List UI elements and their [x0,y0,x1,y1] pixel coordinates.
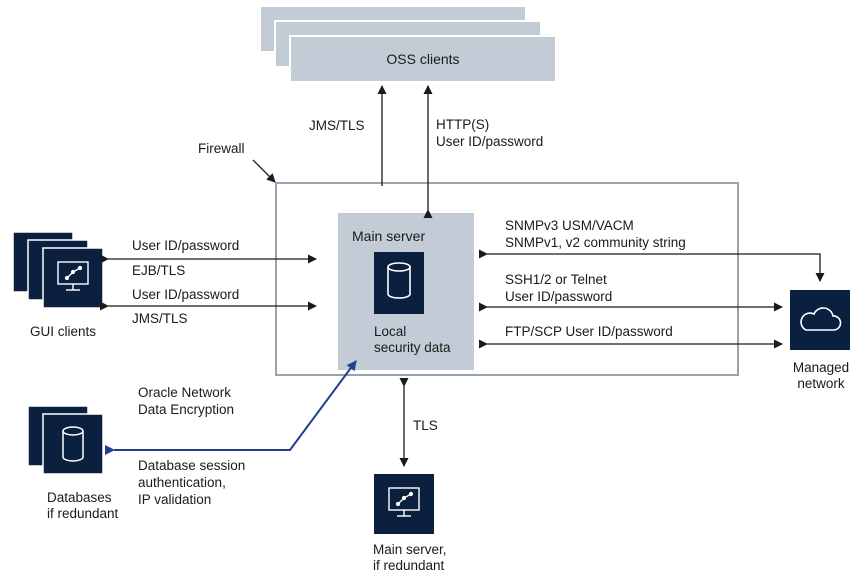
database-icon [62,426,84,462]
databases-label: Databases if redundant [47,490,118,522]
local-line: Local [374,324,407,339]
snmp-label-line1: SNMPv3 USM/VACM [505,218,634,233]
network-line: network [797,376,845,391]
oss-userid-label: User ID/password [436,134,544,149]
gui-link1-top-label: User ID/password [132,238,240,253]
oracle-encryption-label-line2: Data Encryption [138,402,235,417]
gui-link2-top-label: User ID/password [132,287,240,302]
if-redundant-server-line: if redundant [373,558,445,573]
oss-http-label: HTTP(S) [436,117,490,132]
redundant-main-server-icon [374,474,434,534]
snmp-arrow [479,249,825,282]
gui-clients-stack [12,231,104,309]
local-security-label: Local security data [374,324,451,356]
managed-network-icon [790,290,850,350]
oss-clients-label: OSS clients [386,51,460,67]
oss-clients-stack [259,5,557,83]
main-server-title: Main server [352,228,426,244]
databases-line: Databases [47,490,112,505]
redundant-server-label: Main server, if redundant [373,542,447,574]
oracle-encryption-label-line1: Oracle Network [138,385,232,400]
ssh-label-line1: SSH1/2 or Telnet [505,272,607,287]
gui-link2-bottom-label: JMS/TLS [132,311,188,326]
oss-jms-label: JMS/TLS [309,118,365,133]
tls-label: TLS [413,418,438,433]
db-session-label-line3: IP validation [138,492,212,507]
managed-network-label: Managed network [786,360,856,392]
databases-stack [27,405,104,475]
firewall-pointer-arrow [252,159,276,183]
if-redundant-line: if redundant [47,506,119,521]
db-session-label-line1: Database session [138,458,246,473]
cloud-icon [800,307,842,331]
managed-line: Managed [792,360,850,375]
ftp-label: FTP/SCP User ID/password [505,324,673,339]
security-data-line: security data [374,340,451,355]
monitor-icon [388,487,420,517]
gui-clients-label: GUI clients [30,324,97,339]
snmp-label-line2: SNMPv1, v2 community string [505,235,686,250]
main-server-database-icon [374,252,424,314]
main-server-line: Main server, [373,542,447,557]
monitor-icon [57,261,89,291]
gui-link1-bottom-label: EJB/TLS [132,263,186,278]
firewall-label: Firewall [198,141,245,156]
db-session-label-line2: authentication, [138,475,226,490]
database-encryption-arrow [105,360,357,455]
ssh-label-line2: User ID/password [505,289,613,304]
